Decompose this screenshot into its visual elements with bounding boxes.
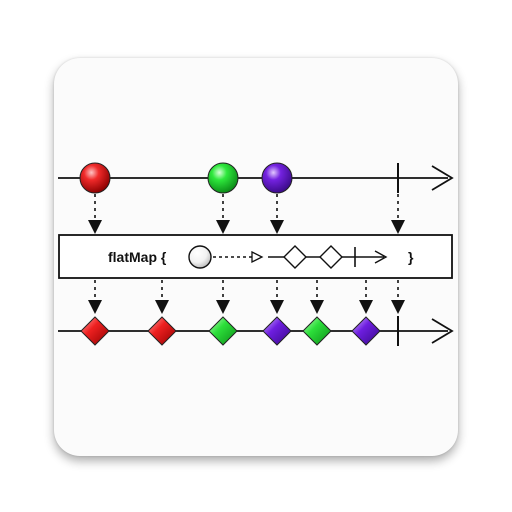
arrowhead-input-1 — [88, 220, 102, 234]
arrowhead-output-2 — [155, 300, 169, 314]
inner-source-circle — [188, 245, 212, 269]
output-diamond-red-2 — [147, 316, 177, 346]
operator-box: flatMap { } — [58, 234, 453, 279]
inner-diamond-1 — [283, 245, 307, 269]
output-diamond-purple-1 — [262, 316, 292, 346]
input-marble-green — [207, 162, 239, 194]
output-diamond-green-1 — [208, 316, 238, 346]
input-to-operator-arrows — [94, 194, 399, 220]
output-axis-arrowhead — [431, 318, 454, 344]
arrowhead-input-3 — [270, 220, 284, 234]
arrowhead-output-5 — [310, 300, 324, 314]
output-diamond-red-1 — [80, 316, 110, 346]
arrowhead-input-completion — [391, 220, 405, 234]
arrowhead-output-1 — [88, 300, 102, 314]
arrowhead-output-3 — [216, 300, 230, 314]
inner-diamond-2 — [319, 245, 343, 269]
arrowhead-input-2 — [216, 220, 230, 234]
output-diamond-purple-2 — [351, 316, 381, 346]
output-diamond-green-2 — [302, 316, 332, 346]
input-marble-red — [79, 162, 111, 194]
inner-timeline-arrowhead — [374, 250, 388, 264]
operator-closing-brace: } — [408, 249, 414, 265]
operator-to-output-arrows — [94, 280, 399, 300]
arrowhead-output-completion — [391, 300, 405, 314]
input-axis-arrowhead — [431, 165, 454, 191]
operator-label: flatMap { — [108, 249, 167, 265]
output-timeline — [58, 316, 454, 346]
arrowhead-output-4 — [270, 300, 284, 314]
input-marble-purple — [261, 162, 293, 194]
inner-dotted-arrowhead — [251, 250, 264, 264]
input-timeline — [58, 162, 454, 194]
arrowhead-output-6 — [359, 300, 373, 314]
